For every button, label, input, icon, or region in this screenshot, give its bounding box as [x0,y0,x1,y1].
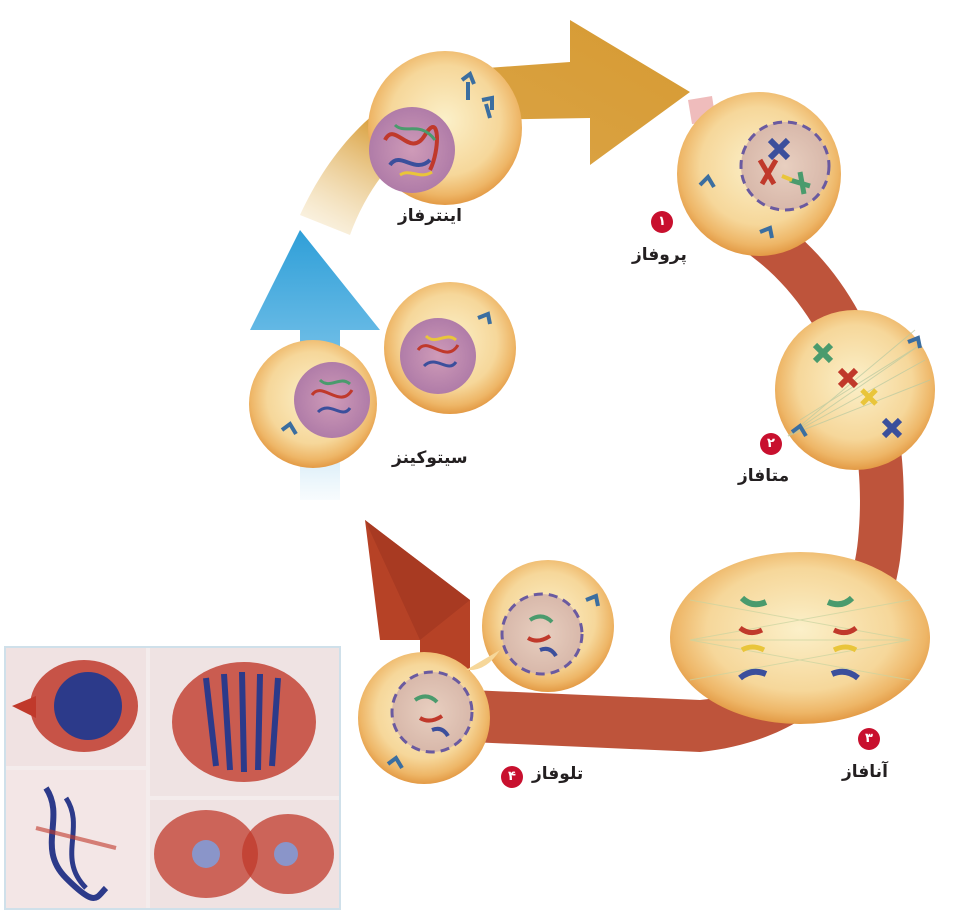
interphase-cell [368,51,522,205]
telophase-label: تلوفاز [532,764,583,784]
metaphase-number-badge: ۲ [760,433,782,455]
cytokinesis-label: سیتوکینز [392,448,468,468]
micrograph-images [6,648,339,908]
metaphase-cell [775,310,935,470]
metaphase-micrograph-icon [172,662,316,782]
prophase-cell [677,92,841,256]
anaphase-cell [670,552,930,724]
telophase-number-badge: ۴ [501,766,523,788]
prophase-number-badge: ۱ [651,211,673,233]
anaphase-number-badge: ۳ [858,728,880,750]
metaphase-label: متافاز [738,466,789,486]
anaphase-label: آنافاز [842,762,888,782]
interphase-label: اینترفاز [398,206,462,226]
micrograph-panel [4,646,341,910]
prophase-label: پروفاز [632,245,687,265]
